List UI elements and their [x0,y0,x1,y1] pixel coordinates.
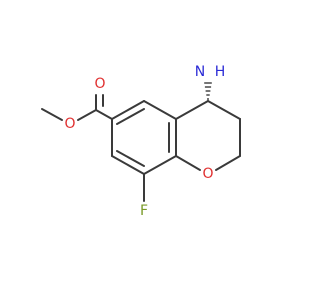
atom-amine-n: N [195,64,205,80]
bond-ar-c4a-c5 [143,100,177,120]
atom-carbonyl-oxygen: O [94,76,105,92]
bond-ar-c8-c8a [143,155,177,175]
bond-c2-o1 [215,155,241,171]
atom-amine-h2: H [215,64,226,80]
bond-c6-ccarbonyl [95,109,113,120]
bond-ar-c5-c6-inner [116,108,145,125]
atom-fluorine: F [140,203,148,219]
bond-c4-c3 [207,100,241,120]
bond-ccarbonyl-oester [77,109,97,121]
bond-c4a-c4 [175,100,209,120]
bond-o1-c8a [175,155,201,171]
atom-ester-oxygen: O [64,116,75,132]
bond-ar-c7-c8 [111,155,145,175]
atom-ring-oxygen: O [202,166,213,182]
structure-canvas: N H O O O F [41,64,241,219]
molecule-drawing: N H O O O F [41,64,241,219]
bond-ar-c5-c6 [111,100,145,120]
bond-oester-methyl [41,108,63,121]
stereo-hash-bond [204,82,212,100]
bond-ar-c7-c8-inner [116,150,145,167]
